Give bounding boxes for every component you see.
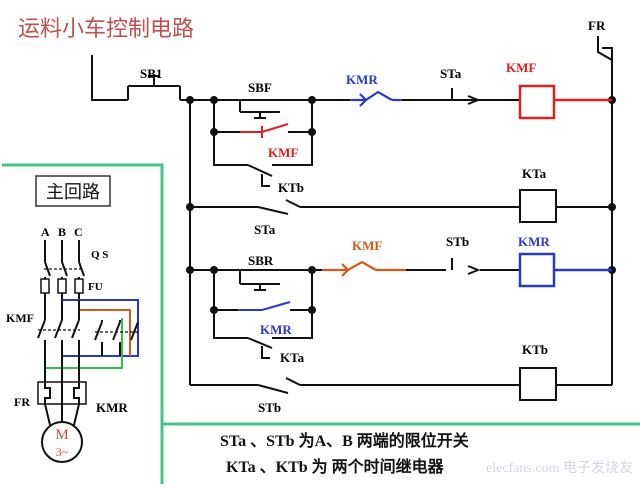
sta-top-label: STa [440, 66, 462, 81]
kmr-wire [62, 299, 139, 357]
kta-contact-label: KTa [280, 350, 305, 365]
sb1-label: SB1 [140, 66, 162, 81]
sta-bottom-label: STa [254, 222, 276, 237]
kmr-hold-label: KMR [260, 322, 292, 337]
kmr-nc-label: KMR [346, 72, 378, 87]
phase-c-label: C [74, 225, 83, 239]
kmr-hold-contact [238, 301, 291, 311]
qs-label: Q S [91, 249, 108, 261]
kmf-coil-label: KMF [506, 60, 536, 75]
motor-phase-label: 3~ [56, 445, 69, 459]
stb-bottom-label: STb [258, 400, 281, 415]
kta-coil-label: KTa [522, 166, 547, 181]
fuse-c [74, 278, 84, 294]
kmf-coil [518, 84, 612, 120]
stb-mid-label: STb [446, 234, 469, 249]
fr-control-label: FR [588, 18, 606, 33]
ktb-coil-label: KTb [522, 342, 548, 357]
main-circuit-label: 主回路 [46, 182, 100, 203]
kmf-main-label: KMF [6, 311, 34, 325]
fuse-b [57, 278, 67, 294]
note-line-2: KTa 、KTb 为 两个时间继电器 [226, 457, 445, 476]
kmr-coil-label: KMR [518, 234, 550, 249]
fr-main-label: FR [14, 395, 30, 409]
kmr-cross-green [45, 318, 123, 369]
panel-border [2, 163, 164, 484]
kmf-hold-label: KMF [268, 145, 298, 160]
phase-b-label: B [58, 225, 66, 239]
motor-icon [41, 421, 83, 463]
sbf-label: SBF [248, 80, 272, 95]
fu-label: FU [88, 281, 103, 293]
watermark: elecfans.com 电子发烧友 [486, 460, 633, 476]
kmr-coil [518, 252, 612, 288]
phase-a-label: A [41, 225, 50, 239]
kmr-main-label: KMR [96, 400, 128, 415]
kta-coil [519, 189, 557, 223]
kmr-nc-contact [350, 90, 402, 107]
ktb-contact-label: KTb [278, 180, 304, 195]
sbr-label: SBR [248, 253, 274, 268]
page-title: 运料小车控制电路 [18, 17, 194, 42]
main-circuit-label-box [35, 175, 111, 207]
kmf-nc-label: KMF [352, 238, 382, 253]
note-line-1: STa 、STb 为A、B 两端的限位开关 [220, 431, 469, 450]
junction-dots [186, 96, 616, 314]
main-circuit-panel: 主回路 A B C Q S FU [2, 163, 164, 484]
ktb-coil [519, 367, 557, 401]
motor-m-label: M [55, 427, 68, 443]
kmf-nc-contact [322, 260, 406, 277]
kmf-hold-contact [240, 123, 289, 138]
control-labels: SB1 SBF KMR STa KMF FR KMF KTb KTa STa K… [140, 18, 606, 415]
kmr-cross-orange [79, 309, 131, 356]
fuse-a [40, 278, 50, 294]
